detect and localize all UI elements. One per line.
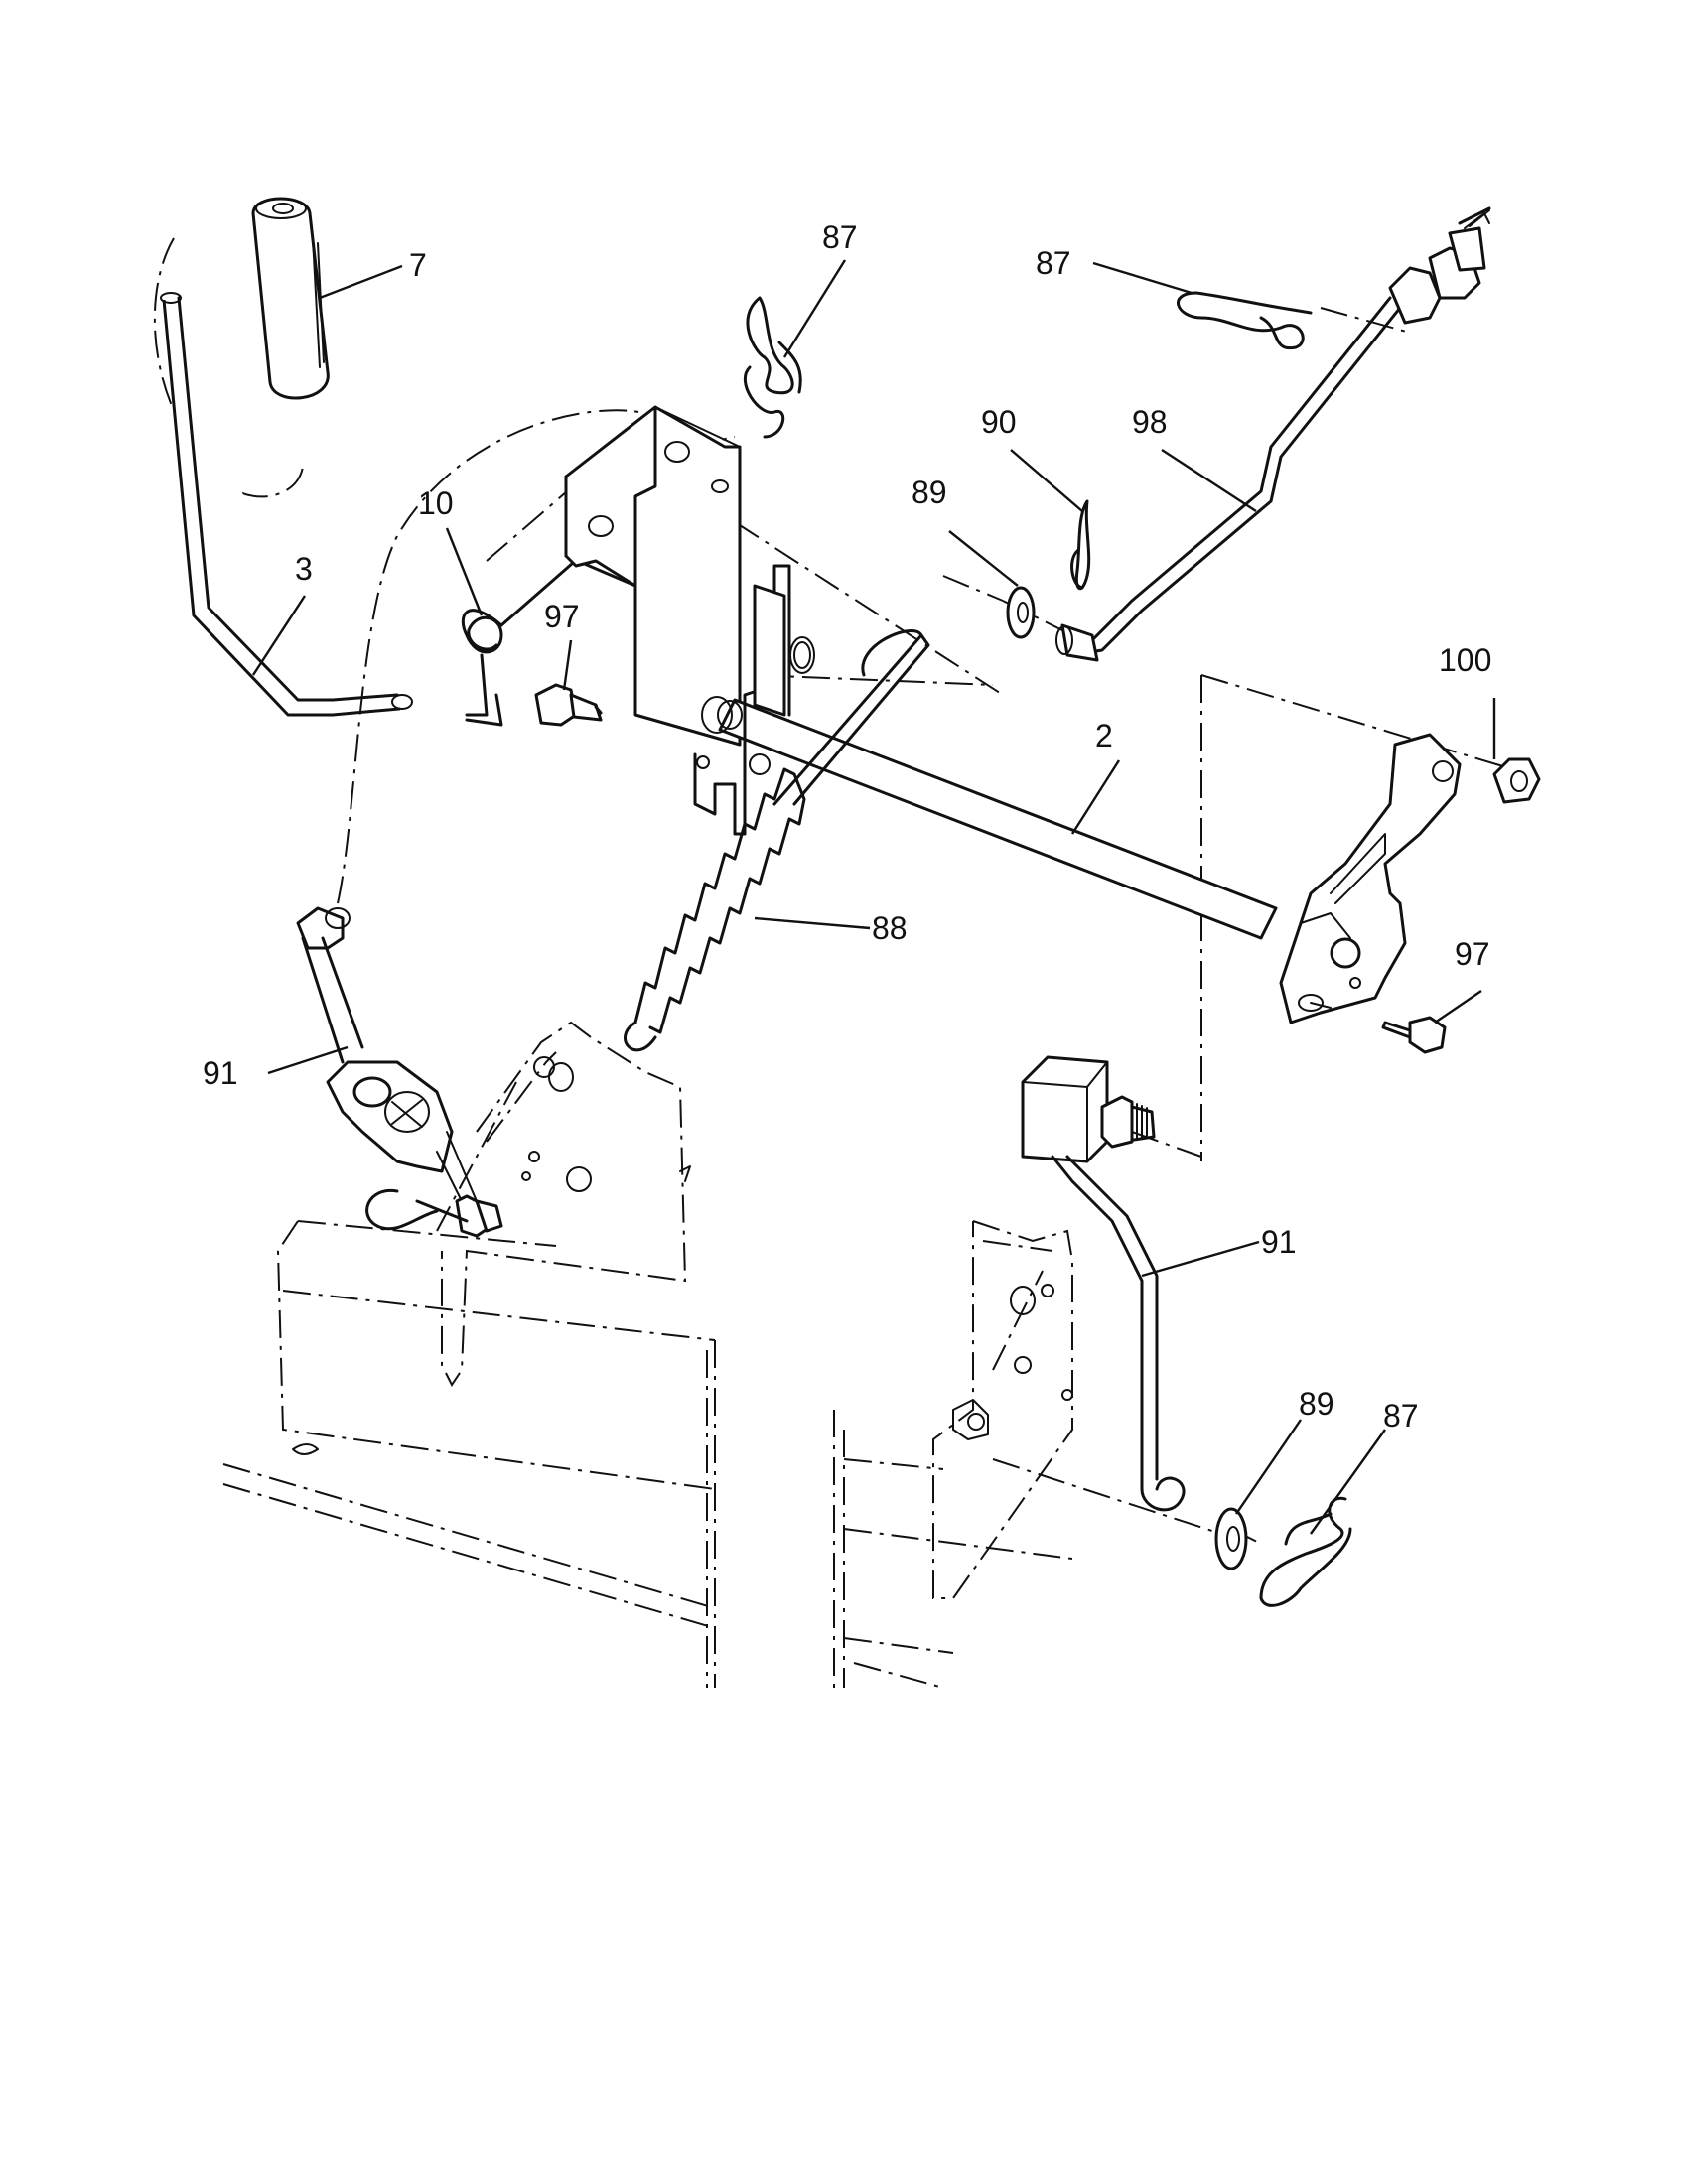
torsion-spring bbox=[461, 554, 583, 727]
callout-2: 2 bbox=[1095, 718, 1113, 753]
callout-89-upper: 89 bbox=[912, 475, 947, 510]
callout-87-right: 87 bbox=[1036, 245, 1071, 281]
hanger-link-left bbox=[296, 906, 364, 1064]
hex-nut bbox=[1492, 757, 1541, 804]
right-lift-arm bbox=[1279, 733, 1462, 1024]
lift-link-rod bbox=[1055, 206, 1491, 662]
deck-outline-left bbox=[222, 1220, 716, 1688]
extension-spring bbox=[624, 767, 806, 1052]
deck-outline-right bbox=[833, 1410, 1073, 1689]
callout-89-lower: 89 bbox=[1299, 1386, 1334, 1422]
bolt-right bbox=[1381, 1016, 1447, 1054]
callout-7: 7 bbox=[409, 247, 427, 283]
hairpin-clip-bottom bbox=[1259, 1496, 1352, 1607]
mounting-bracket bbox=[564, 405, 742, 747]
washer-lower bbox=[1214, 1507, 1248, 1570]
handle-grip bbox=[251, 197, 330, 400]
small-clip bbox=[1070, 499, 1091, 590]
callout-90: 90 bbox=[981, 404, 1017, 440]
callout-97-upper: 97 bbox=[544, 599, 580, 634]
bolt-upper-left bbox=[534, 683, 603, 727]
callouts: 7 87 87 90 98 89 10 3 97 100 2 88 97 91 … bbox=[203, 219, 1491, 1433]
lift-handle-rod bbox=[160, 292, 413, 717]
leader-lines bbox=[251, 259, 1496, 1535]
deck-bracket-right bbox=[932, 1220, 1073, 1599]
callout-97-right: 97 bbox=[1455, 936, 1490, 972]
callout-91-right: 91 bbox=[1261, 1224, 1297, 1260]
callout-87-top: 87 bbox=[822, 219, 858, 255]
callout-88: 88 bbox=[872, 910, 908, 946]
callout-100: 100 bbox=[1439, 642, 1491, 678]
hanger-link-right bbox=[1021, 1055, 1186, 1512]
washer-upper bbox=[1006, 586, 1036, 639]
callout-98: 98 bbox=[1132, 404, 1168, 440]
callout-3: 3 bbox=[295, 551, 313, 587]
deck-bracket-left bbox=[326, 1021, 691, 1387]
hairpin-clip-top bbox=[743, 296, 802, 439]
callout-91-left: 91 bbox=[203, 1055, 238, 1091]
hairpin-clip-right bbox=[1177, 291, 1313, 350]
callout-10: 10 bbox=[418, 485, 454, 521]
lift-shaft bbox=[693, 564, 1278, 940]
callout-87-bottom: 87 bbox=[1383, 1398, 1419, 1433]
